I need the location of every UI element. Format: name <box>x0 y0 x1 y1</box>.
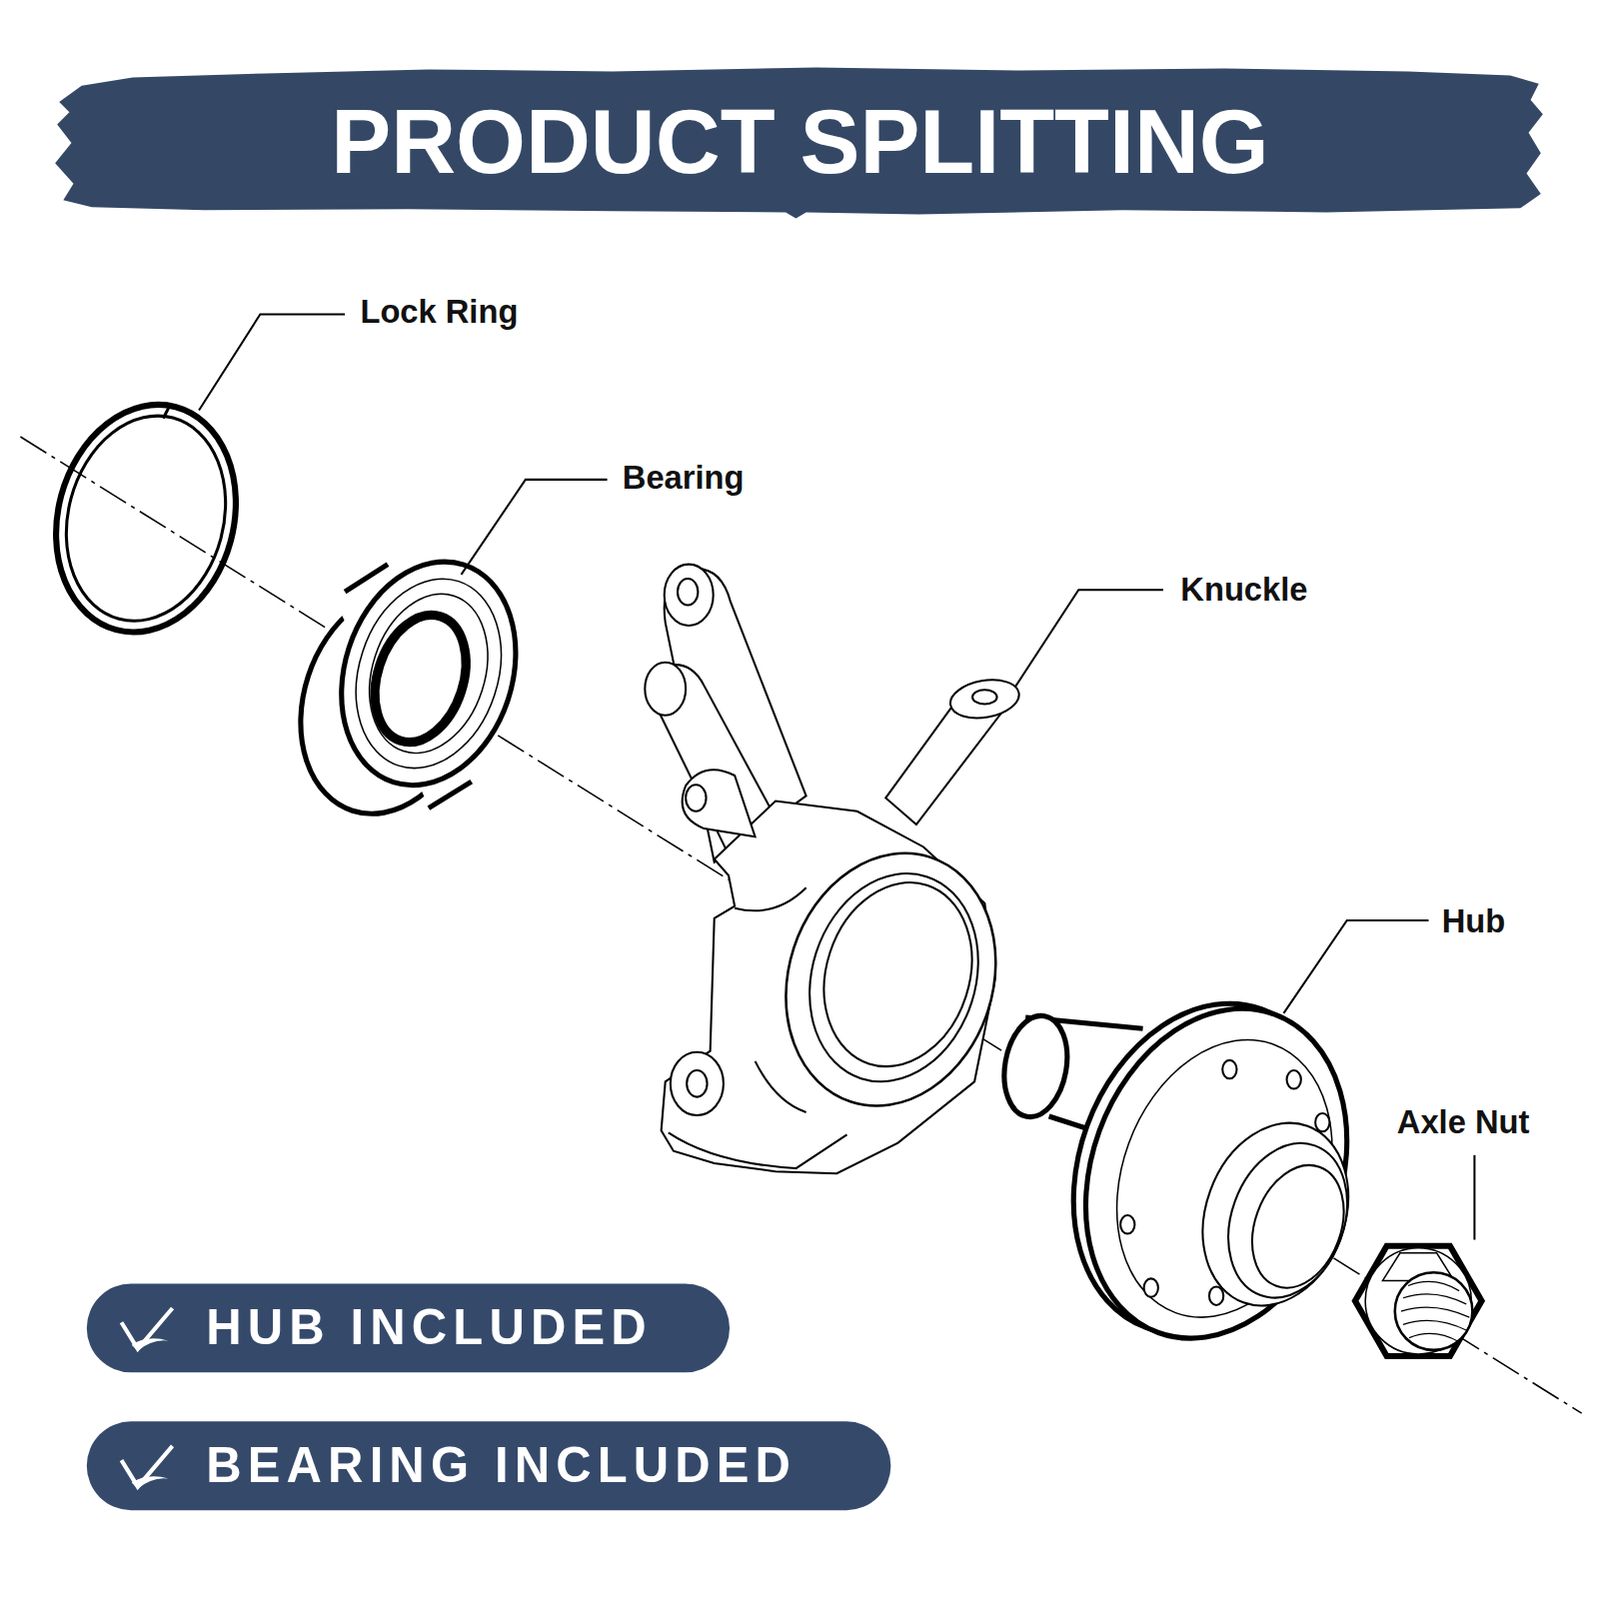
axle-nut <box>1401 1307 1470 1318</box>
knuckle <box>754 825 1029 1134</box>
knuckle <box>664 564 714 626</box>
knuckle <box>734 887 806 911</box>
hub <box>1222 1060 1237 1079</box>
axle-nut <box>1401 1281 1470 1342</box>
hub <box>1208 1126 1369 1315</box>
axis-line <box>19 436 1582 1414</box>
leader-line <box>1473 1155 1476 1241</box>
hub <box>996 1010 1075 1122</box>
hub <box>1120 1215 1135 1234</box>
check-icon <box>131 1476 169 1490</box>
axis-line <box>19 436 1582 1414</box>
leader-line <box>198 313 345 410</box>
hub <box>1120 1060 1330 1306</box>
axle-nut <box>1409 1333 1460 1342</box>
check-icon <box>116 1304 178 1356</box>
leader-line <box>1015 589 1164 687</box>
bearing <box>359 603 482 755</box>
knuckle <box>686 1070 707 1098</box>
feature-badge: BEARING INCLUDED <box>86 1421 892 1511</box>
hub <box>1209 1287 1224 1306</box>
knuckle <box>682 769 756 837</box>
axle-nut <box>1408 1281 1460 1291</box>
knuckle <box>670 1052 724 1116</box>
knuckle <box>668 1132 848 1169</box>
bearing <box>272 538 544 837</box>
hub <box>1144 1278 1159 1297</box>
knuckle <box>783 851 1005 1104</box>
knuckle <box>801 863 996 1087</box>
lock-ring <box>30 384 260 653</box>
part-label: Hub <box>1442 901 1507 941</box>
leader-line <box>461 479 608 575</box>
axle-nut <box>1355 1246 1483 1357</box>
part-label: Lock Ring <box>359 292 518 332</box>
knuckle <box>755 1061 807 1113</box>
leader-line <box>1283 920 1429 1014</box>
badge-text: BEARING INCLUDED <box>205 1439 797 1494</box>
part-label: Knuckle <box>1180 570 1308 610</box>
knuckle <box>644 564 1028 1175</box>
check-icon <box>116 1442 178 1494</box>
hub <box>1236 1152 1361 1301</box>
bearing <box>344 564 388 593</box>
lock-ring <box>43 397 248 639</box>
bearing <box>349 578 507 769</box>
hub <box>1178 1102 1374 1327</box>
knuckle <box>677 578 698 606</box>
axle-nut <box>1395 1272 1474 1351</box>
axle-nut <box>1355 1246 1483 1357</box>
knuckle <box>947 674 1023 723</box>
hub <box>1287 1070 1302 1089</box>
knuckle <box>644 662 686 716</box>
hub <box>996 966 1392 1376</box>
feature-badge: HUB INCLUDED <box>86 1283 730 1373</box>
part-label: Bearing <box>622 457 745 497</box>
lock-ring <box>30 384 260 653</box>
title-text: PRODUCT SPLITTING <box>0 93 1600 193</box>
check-icon <box>131 1338 169 1352</box>
bearing <box>428 781 472 809</box>
part-label: Axle Nut <box>1397 1103 1531 1143</box>
hub <box>1315 1113 1330 1132</box>
knuckle <box>685 784 706 812</box>
bearing <box>313 538 544 808</box>
axle-nut <box>1403 1320 1468 1331</box>
badge-text: HUB INCLUDED <box>205 1301 653 1356</box>
knuckle <box>972 689 998 704</box>
lock-ring <box>162 405 169 418</box>
hub <box>1041 971 1392 1376</box>
leader-line <box>198 313 1475 1240</box>
axle-nut <box>1403 1294 1467 1305</box>
bearing <box>332 559 525 787</box>
